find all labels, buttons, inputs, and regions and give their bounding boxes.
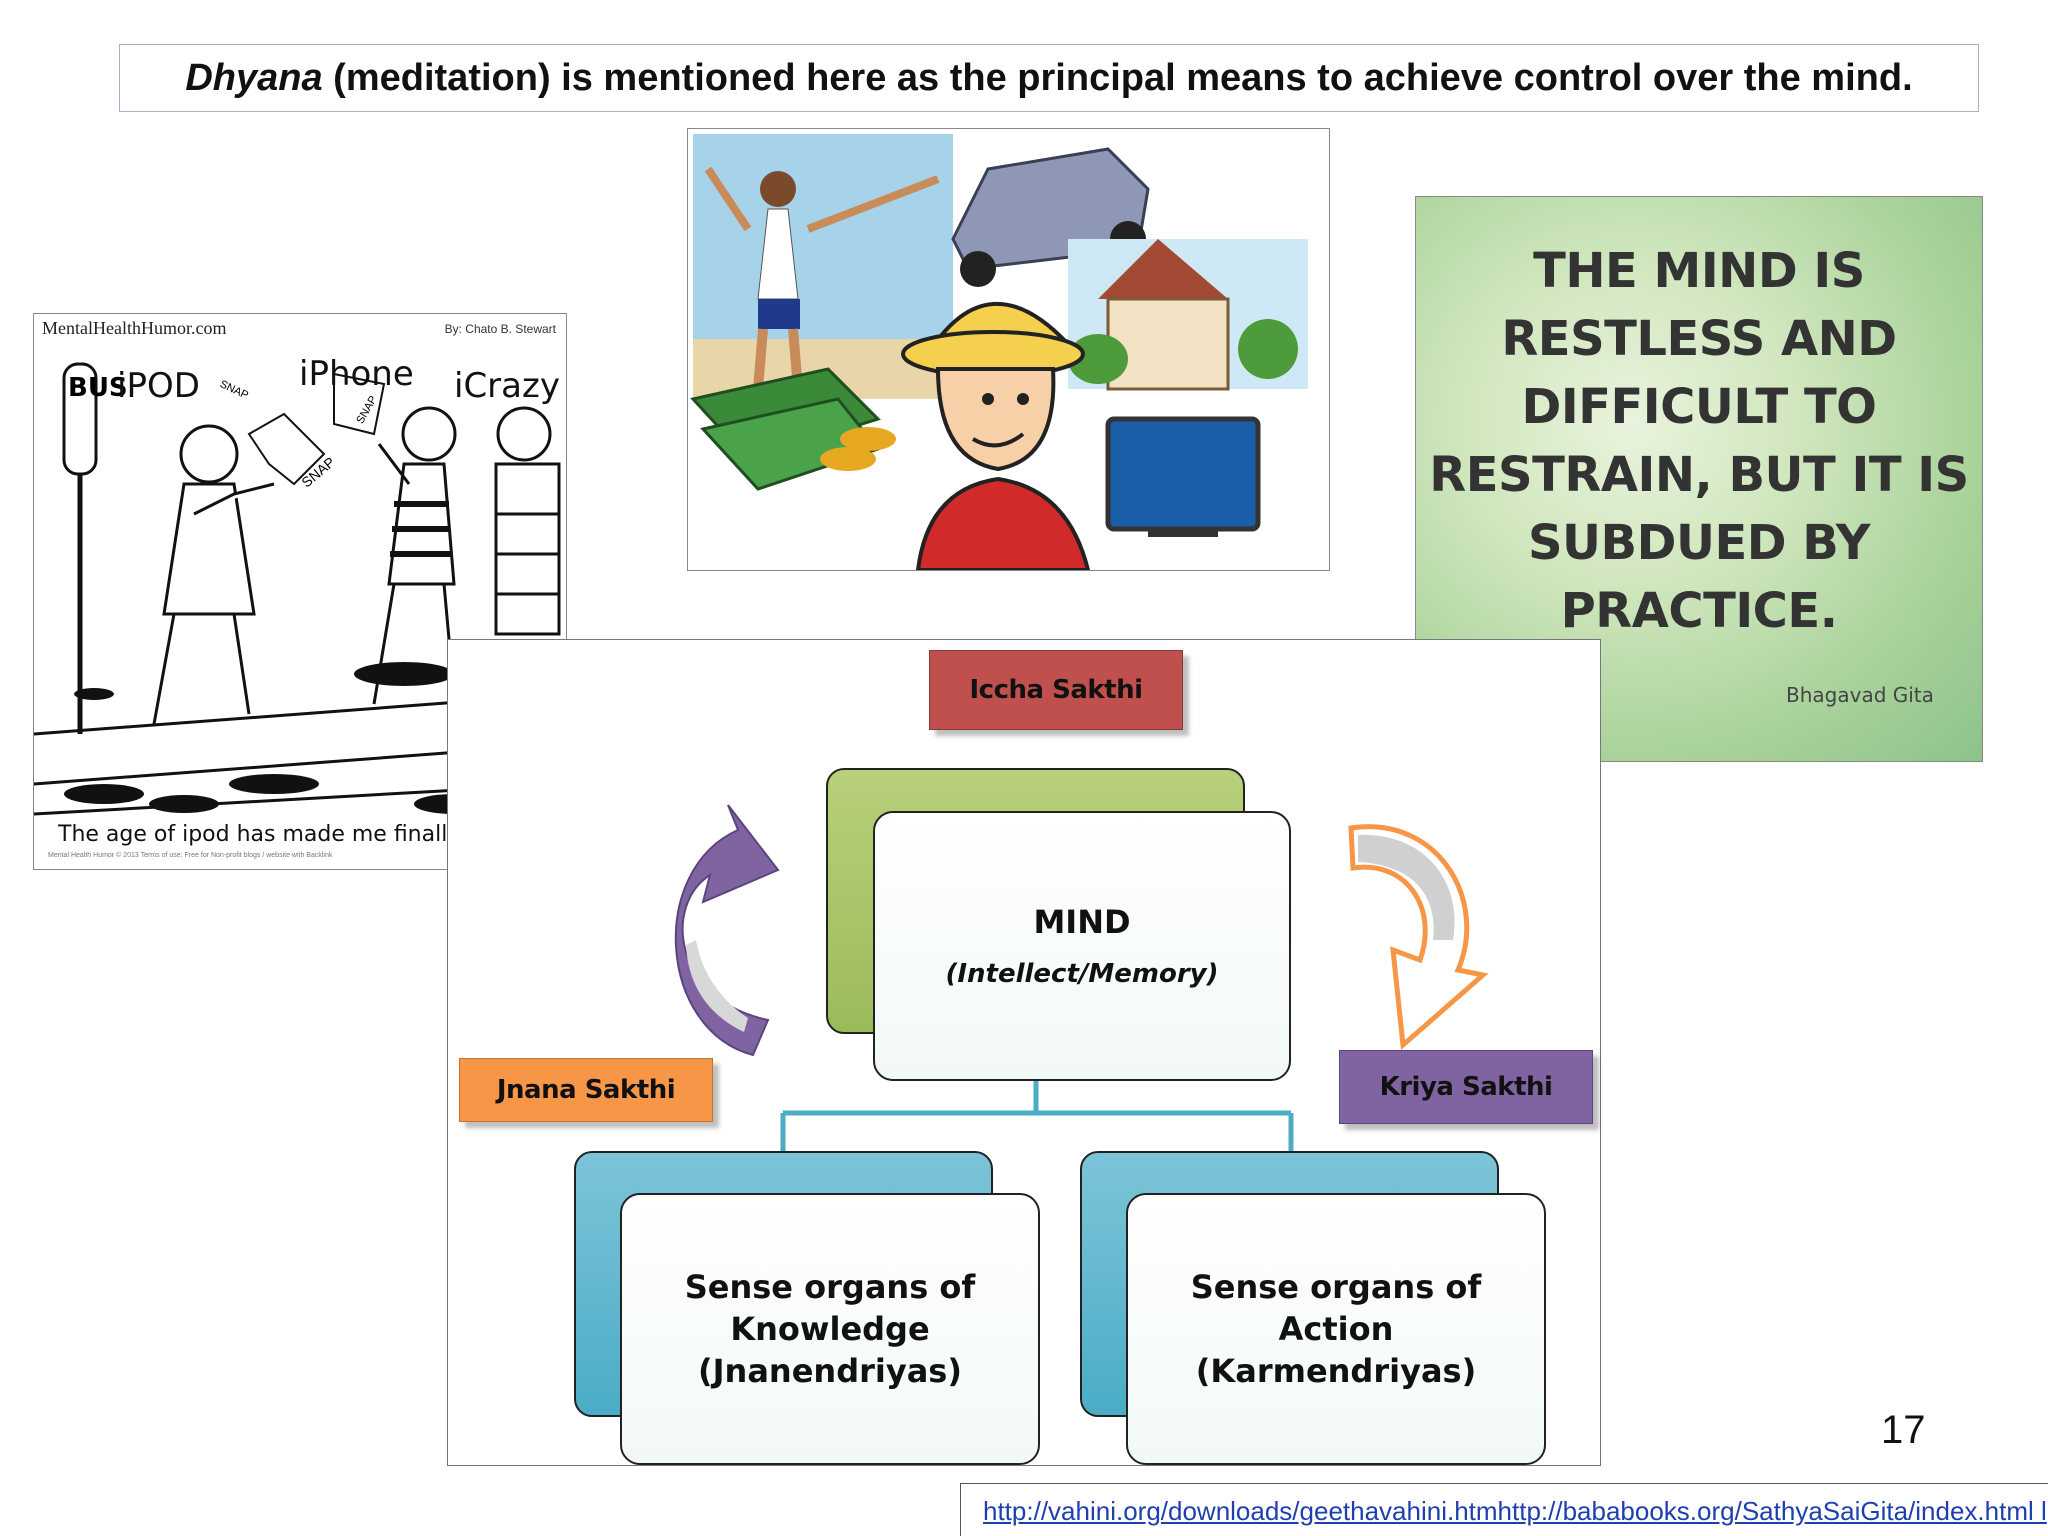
bus-sign: BUS [68, 373, 128, 403]
action-line: (Karmendriyas) [1195, 1352, 1477, 1390]
mind-subtitle: (Intellect/Memory) [945, 959, 1219, 989]
desires-illustration [690, 134, 1308, 570]
cartoon-image: MentalHealthHumor.com By: Chato B. Stewa… [33, 313, 567, 870]
cartoon-site: MentalHealthHumor.com [42, 318, 227, 338]
desires-collage-image [687, 128, 1330, 571]
label-ipod: iPOD [117, 366, 200, 406]
knowledge-line: Knowledge [730, 1310, 930, 1348]
quote-line: DIFFICULT TO [1521, 379, 1877, 435]
quote-line: RESTLESS AND [1501, 311, 1897, 367]
mind-diagram: Iccha Sakthi Jnana Sakthi Kriya Sakthi M… [447, 639, 1601, 1466]
quote-attribution: Bhagavad Gita [1786, 683, 1934, 707]
action-card: Sense organs of Action (Karmendriyas) [1126, 1193, 1546, 1465]
title-emphasis: Dhyana [185, 56, 323, 99]
iccha-sakthi-label: Iccha Sakthi [929, 650, 1183, 730]
mind-title: MIND [1033, 903, 1131, 941]
kriya-sakthi-label: Kriya Sakthi [1339, 1050, 1593, 1124]
action-line: Sense organs of Action [1190, 1268, 1482, 1348]
mind-card: MIND (Intellect/Memory) [873, 811, 1291, 1081]
source-link[interactable]: http://vahini.org/downloads/geethavahini… [983, 1496, 2047, 1526]
quote-line: PRACTICE. [1560, 583, 1838, 639]
quote-text: THE MIND IS RESTLESS AND DIFFICULT TO RE… [1416, 237, 1982, 645]
cartoon-author: By: Chato B. Stewart [444, 322, 556, 336]
mind-to-kriya-arrow [1348, 824, 1489, 1051]
diagram-connectors [674, 804, 1489, 1153]
jnana-sakthi-label: Jnana Sakthi [459, 1058, 713, 1122]
label-iphone: iPhone [299, 354, 414, 394]
quote-line: RESTRAIN, BUT IT IS [1429, 447, 1969, 503]
quote-line: SUBDUED BY [1527, 515, 1871, 571]
knowledge-line: (Jnanendriyas) [698, 1352, 962, 1390]
title-rest: (meditation) is mentioned here as the pr… [322, 56, 1913, 99]
source-link-box: http://vahini.org/downloads/geethavahini… [960, 1483, 2048, 1536]
page-number: 17 [1881, 1408, 1926, 1452]
knowledge-card: Sense organs of Knowledge (Jnanendriyas) [620, 1193, 1040, 1465]
label-icrazy: iCrazy [454, 366, 560, 406]
cartoon-footer: Mental Health Humor © 2013 Terms of use:… [48, 852, 333, 859]
knowledge-line: Sense organs of [684, 1268, 976, 1306]
quote-line: THE MIND IS [1533, 243, 1865, 299]
quote-image: THE MIND IS RESTLESS AND DIFFICULT TO RE… [1415, 196, 1983, 762]
slide-title: Dhyana (meditation) is mentioned here as… [119, 44, 1979, 112]
cartoon-illustration [34, 362, 566, 816]
